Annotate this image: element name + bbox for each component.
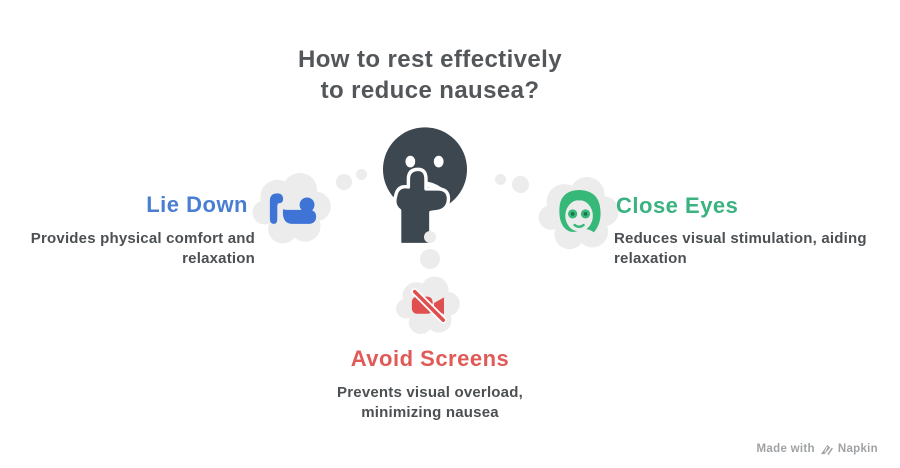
made-with-napkin-credit[interactable]: Made with Napkin	[757, 443, 878, 455]
thought-dot	[512, 176, 529, 193]
close-eyes-description: Reduces visual stimulation, aiding relax…	[614, 229, 879, 269]
lie-down-label: Lie Down	[146, 192, 248, 217]
close-eyes-thought-cloud	[536, 170, 624, 258]
thought-dot	[424, 231, 436, 243]
page-title-line1: How to rest effectively	[298, 46, 562, 73]
avoid-screens-description-line1: Prevents visual overload,	[337, 384, 523, 401]
close-eyes-label: Close Eyes	[616, 193, 739, 218]
lie-down-description-line1: Provides physical comfort and	[30, 230, 255, 247]
video-off-icon	[409, 285, 449, 325]
avoid-screens-thought-cloud	[394, 270, 464, 342]
close-eyes-description-line2: relaxation	[614, 250, 687, 267]
thought-dot	[336, 174, 352, 190]
avoid-screens-description: Prevents visual overload, minimizing nau…	[318, 383, 542, 423]
close-eyes-description-line1: Reduces visual stimulation, aiding	[614, 230, 867, 247]
page-title-line2: to reduce nausea?	[320, 77, 540, 104]
lie-down-description-line2: relaxation	[182, 250, 255, 267]
thought-dot	[356, 169, 367, 180]
lie-down-thought-cloud	[250, 166, 336, 252]
made-with-text: Made with	[756, 443, 815, 455]
thought-dot	[420, 249, 440, 269]
avoid-screens-label: Avoid Screens	[350, 346, 510, 371]
thinking-face-emoji-icon	[382, 126, 468, 247]
person-lying-icon	[268, 189, 318, 227]
avoid-screens-description-line2: minimizing nausea	[361, 404, 499, 421]
napkin-logo-icon	[820, 444, 833, 455]
page-title: How to rest effectively to reduce nausea…	[180, 44, 680, 106]
lie-down-description: Provides physical comfort and relaxation	[10, 229, 255, 269]
napkin-brand-text: Napkin	[837, 443, 878, 455]
closed-eyes-face-icon	[557, 188, 603, 238]
thought-dot	[495, 174, 506, 185]
